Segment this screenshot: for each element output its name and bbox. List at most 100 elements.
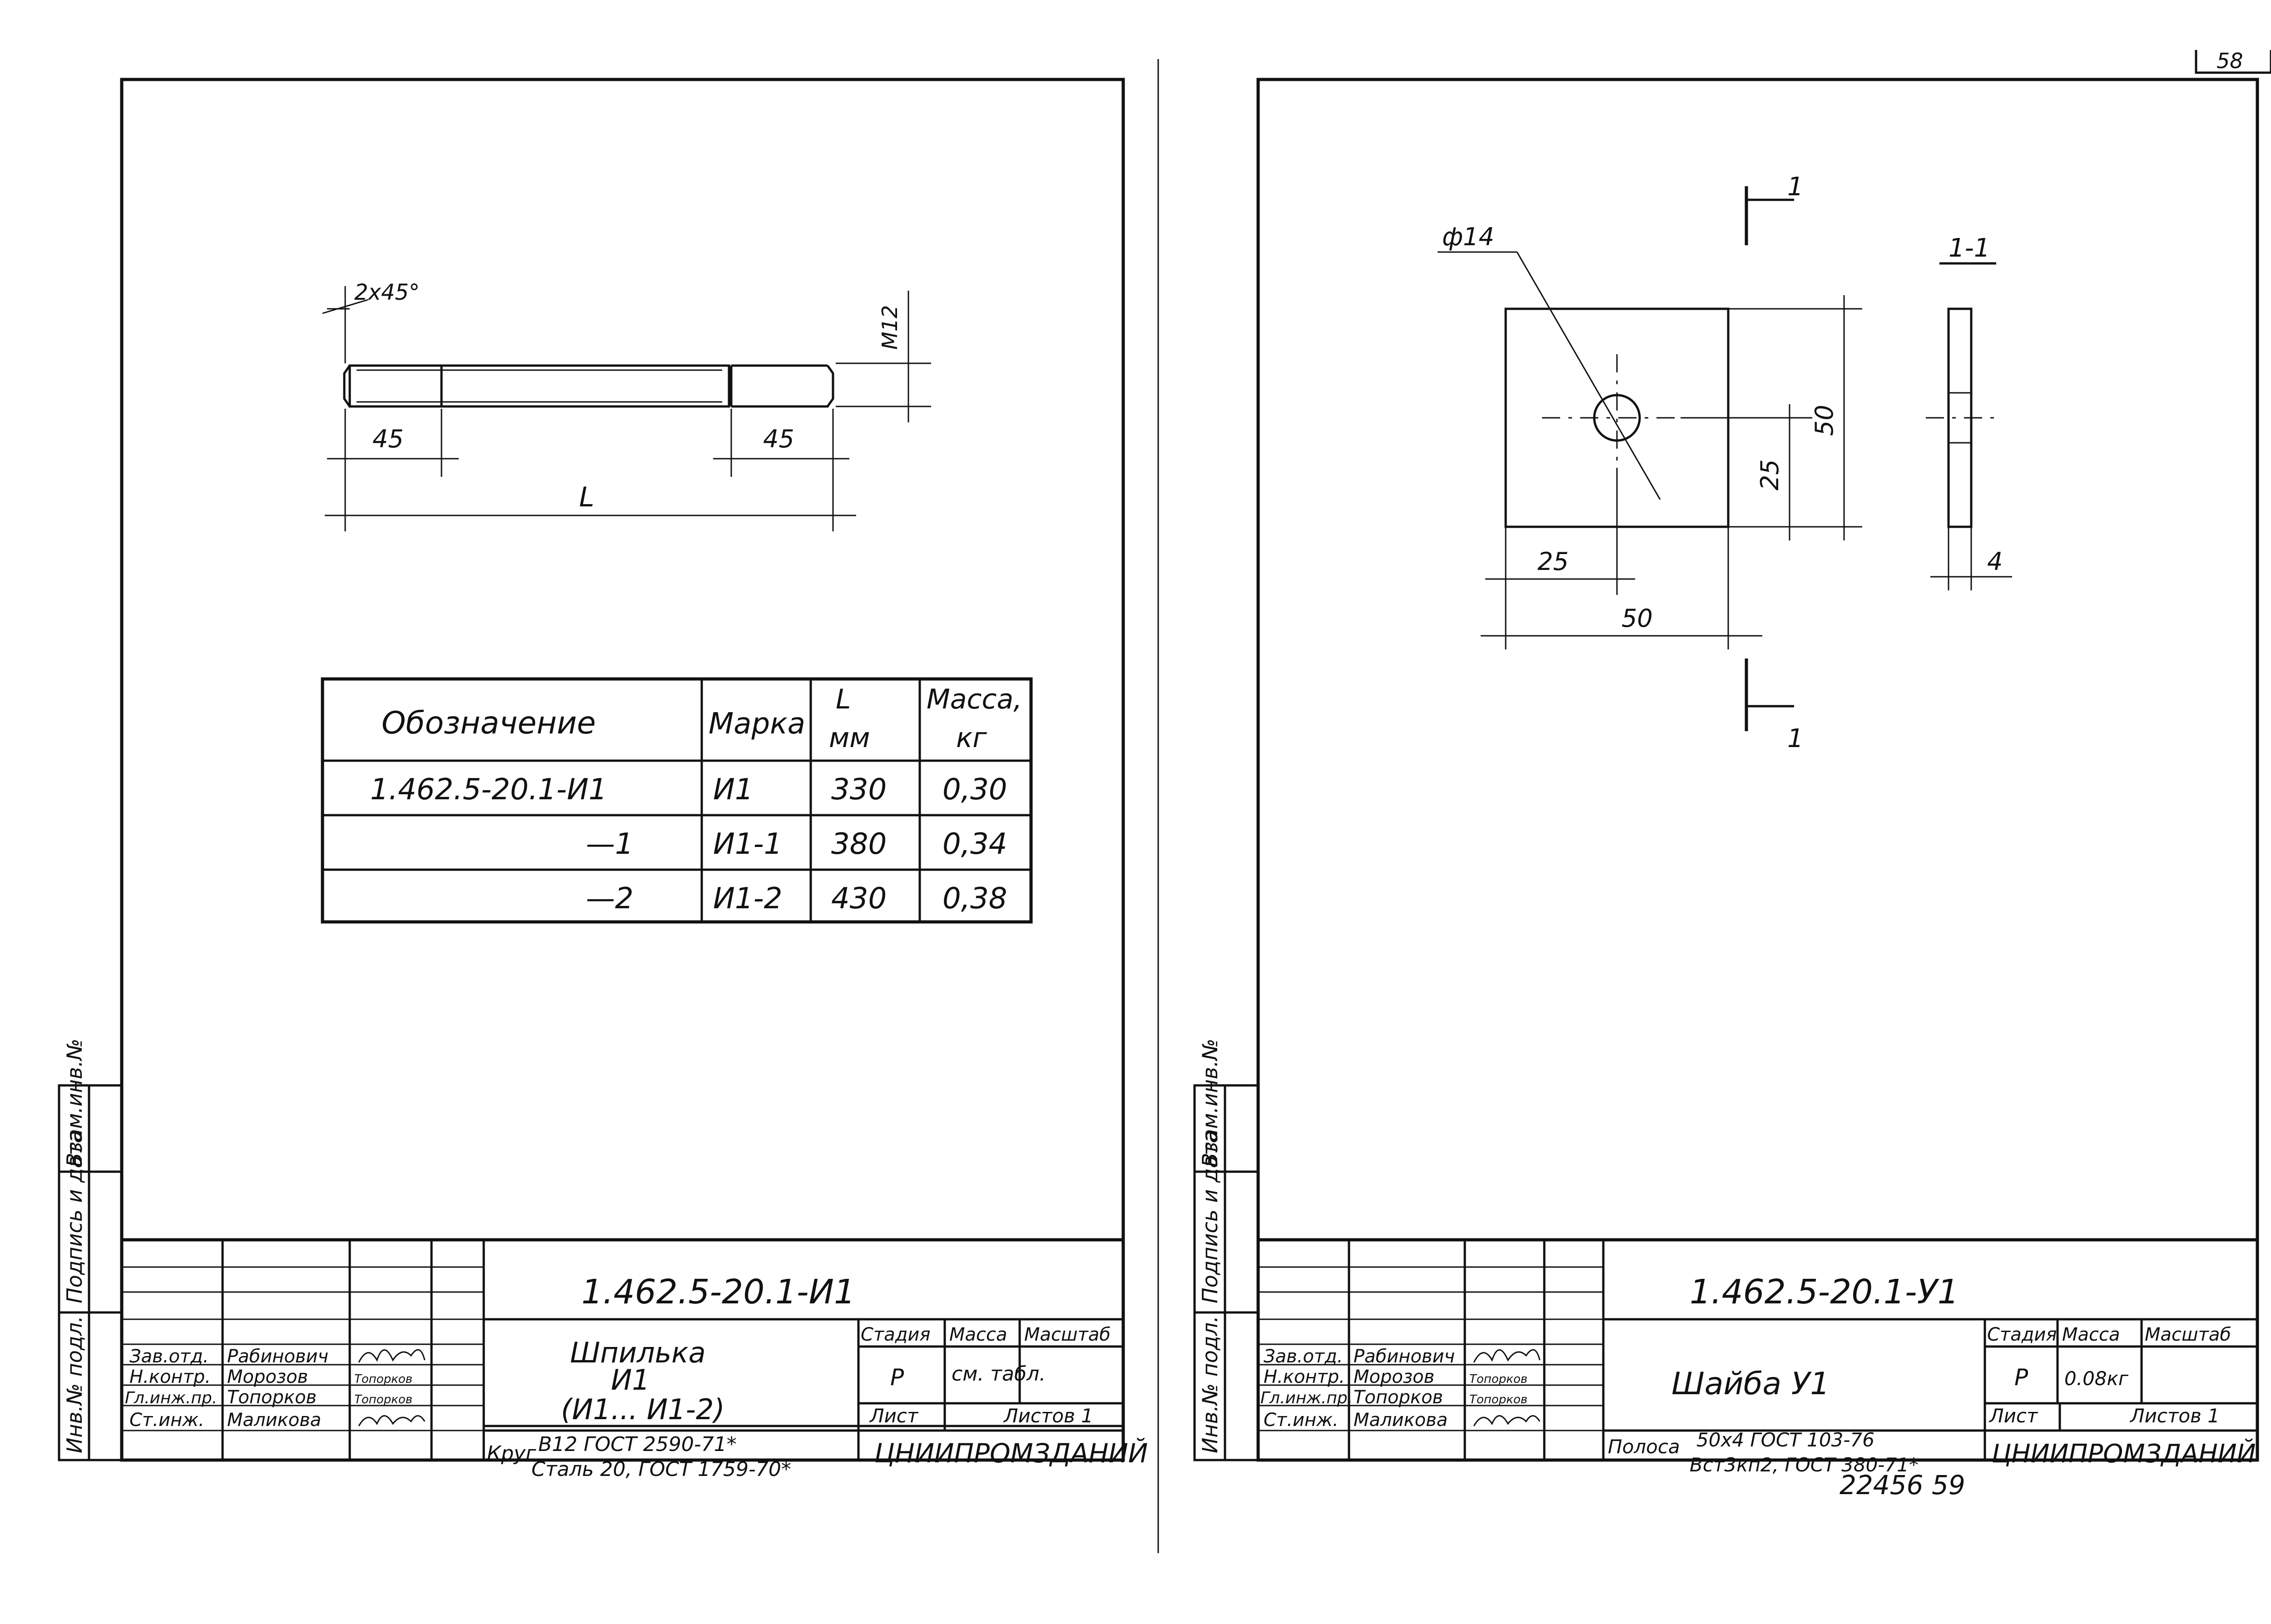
left-mass: см. табл. bbox=[952, 1362, 1046, 1386]
thickness-dim: 4 bbox=[1987, 547, 2003, 576]
th-mark: Марка bbox=[709, 707, 805, 741]
stud-drawing: 2x45° M12 45 45 L bbox=[322, 280, 931, 531]
right-side-stamp: Взам.инв.№ Подпись и дата Инв.№ подл. bbox=[1193, 1039, 1259, 1461]
footer-number: 22456 59 bbox=[1840, 1470, 1965, 1500]
left-stage: Р bbox=[890, 1364, 904, 1391]
row-3-mark: И1-2 bbox=[713, 882, 782, 916]
right-stage: Р bbox=[2014, 1364, 2028, 1391]
staff-sign-2: Топорков bbox=[354, 1372, 412, 1386]
row-1-mass: 0,30 bbox=[942, 773, 1007, 807]
right-mass: 0.08кг bbox=[2064, 1367, 2129, 1390]
r-staff-name-1: Рабинович bbox=[1354, 1346, 1455, 1367]
signature-4 bbox=[358, 1415, 426, 1426]
right-mass-label: Масса bbox=[2062, 1324, 2120, 1345]
r-stamp-podpis: Подпись и дата bbox=[1198, 1130, 1222, 1303]
left-doc-name-3: (И1... И1-2) bbox=[561, 1393, 725, 1426]
signature-1 bbox=[358, 1349, 426, 1363]
r-staff-role-3: Гл.инж.пр. bbox=[1260, 1389, 1353, 1407]
right-org: ЦНИИПРОМЗДАНИЙ bbox=[1992, 1439, 2256, 1469]
stamp-inv: Инв.№ подл. bbox=[62, 1316, 87, 1453]
row-1-mark: И1 bbox=[713, 773, 754, 807]
height-dim: 50 bbox=[1810, 405, 1839, 436]
r-staff-sign-2: Топорков bbox=[1469, 1372, 1527, 1386]
row-2-designation: —1 bbox=[586, 827, 634, 861]
hole-label: ф14 bbox=[1442, 223, 1494, 251]
right-sheet: 58 Взам.инв.№ Подпись и дата Инв.№ подл.… bbox=[1193, 49, 2271, 1500]
left-sheet-label: Лист bbox=[869, 1405, 919, 1427]
section-mark-bottom: 1 bbox=[1787, 724, 1804, 753]
left-doc-name-2: И1 bbox=[611, 1363, 650, 1396]
staff-role-2: Н.контр. bbox=[129, 1367, 211, 1387]
row-3-designation: —2 bbox=[586, 882, 634, 916]
r-staff-role-2: Н.контр. bbox=[1264, 1367, 1345, 1387]
r-staff-role-1: Зав.отд. bbox=[1264, 1346, 1343, 1367]
left-org: ЦНИИПРОМЗДАНИЙ bbox=[874, 1437, 1148, 1469]
th-length-unit: мм bbox=[829, 722, 870, 754]
staff-role-4: Ст.инж. bbox=[129, 1410, 204, 1431]
page-number: 58 bbox=[2216, 49, 2243, 73]
left-mass-label: Масса bbox=[949, 1324, 1007, 1345]
left-stage-label: Стадия bbox=[861, 1324, 930, 1345]
row-2-length: 380 bbox=[831, 827, 887, 861]
section-mark-top: 1 bbox=[1787, 172, 1804, 202]
half-height-dim: 25 bbox=[1755, 459, 1784, 490]
thread-label: M12 bbox=[878, 305, 902, 350]
r-signature-4 bbox=[1473, 1415, 1541, 1426]
right-material-2: Вст3кп2, ГОСТ 380-71* bbox=[1690, 1454, 1919, 1476]
staff-role-3: Гл.инж.пр. bbox=[125, 1389, 217, 1407]
right-sheet-border bbox=[1256, 78, 2259, 1462]
th-mass-unit: кг bbox=[956, 722, 987, 754]
row-1-length: 330 bbox=[831, 773, 887, 807]
length-label: L bbox=[579, 481, 594, 513]
half-width-dim: 25 bbox=[1537, 547, 1569, 576]
stamp-vzam: Взам.инв.№ bbox=[62, 1039, 87, 1167]
staff-name-1: Рабинович bbox=[227, 1346, 328, 1367]
th-mass: Масса, bbox=[927, 683, 1022, 715]
staff-name-4: Маликова bbox=[227, 1410, 321, 1431]
row-3-mass: 0,38 bbox=[942, 882, 1007, 916]
left-doc-code: 1.462.5-20.1-И1 bbox=[581, 1272, 855, 1312]
thread-length-right: 45 bbox=[763, 425, 794, 453]
r-staff-name-4: Маликова bbox=[1354, 1410, 1448, 1431]
row-2-mark: И1-1 bbox=[713, 827, 782, 861]
thread-length-left: 45 bbox=[372, 425, 404, 453]
left-scale-label: Масштаб bbox=[1024, 1324, 1111, 1345]
th-designation: Обозначение bbox=[382, 705, 596, 741]
staff-sign-3: Топорков bbox=[354, 1393, 412, 1406]
washer-drawing: ф14 1 1 50 25 25 50 bbox=[1438, 172, 2012, 753]
row-2-mass: 0,34 bbox=[942, 827, 1007, 861]
stamp-podpis: Подпись и дата bbox=[62, 1130, 87, 1303]
right-sheet-label: Лист bbox=[1988, 1405, 2038, 1427]
staff-name-3: Топорков bbox=[227, 1387, 317, 1408]
r-signature-1 bbox=[1473, 1349, 1541, 1363]
row-1-designation: 1.462.5-20.1-И1 bbox=[370, 773, 607, 807]
right-stage-label: Стадия bbox=[1987, 1324, 2057, 1345]
left-material-1: В12 ГОСТ 2590-71* bbox=[538, 1433, 737, 1456]
left-title-block: Зав.отд. Рабинович Н.контр. Морозов Топо… bbox=[120, 1238, 1148, 1481]
right-doc-code: 1.462.5-20.1-У1 bbox=[1690, 1272, 1959, 1312]
page-number-tab bbox=[2195, 50, 2271, 74]
right-doc-name: Шайба У1 bbox=[1671, 1366, 1830, 1402]
right-scale-label: Масштаб bbox=[2145, 1324, 2231, 1345]
r-staff-name-3: Топорков bbox=[1354, 1387, 1443, 1408]
section-view-label: 1-1 bbox=[1949, 233, 1990, 263]
left-sheet: Взам.инв.№ Подпись и дата Инв.№ подл. 2x… bbox=[58, 78, 1148, 1481]
row-3-length: 430 bbox=[831, 882, 887, 916]
left-material-prefix: Круг bbox=[487, 1442, 536, 1465]
right-sheets-label: Листов 1 bbox=[2129, 1405, 2220, 1427]
left-material-2: Сталь 20, ГОСТ 1759-70* bbox=[531, 1458, 791, 1481]
r-stamp-inv: Инв.№ подл. bbox=[1198, 1316, 1222, 1453]
left-sheet-border bbox=[120, 78, 1125, 1462]
left-side-stamp: Взам.инв.№ Подпись и дата Инв.№ подл. bbox=[58, 1039, 123, 1461]
spec-table: Обозначение Марка L мм Масса, кг 1.462.5… bbox=[321, 677, 1033, 924]
th-length: L bbox=[836, 683, 851, 715]
right-title-block: Зав.отд. Рабинович Н.контр. Морозов Топо… bbox=[1256, 1238, 2259, 1476]
left-doc-name-1: Шпилька bbox=[570, 1336, 706, 1369]
right-material-prefix: Полоса bbox=[1608, 1436, 1680, 1458]
r-staff-sign-3: Топорков bbox=[1469, 1393, 1527, 1406]
right-material-1: 50х4 ГОСТ 103-76 bbox=[1696, 1429, 1874, 1451]
left-sheets-label: Листов 1 bbox=[1003, 1405, 1093, 1427]
r-staff-name-2: Морозов bbox=[1354, 1367, 1434, 1387]
staff-name-2: Морозов bbox=[227, 1367, 308, 1387]
